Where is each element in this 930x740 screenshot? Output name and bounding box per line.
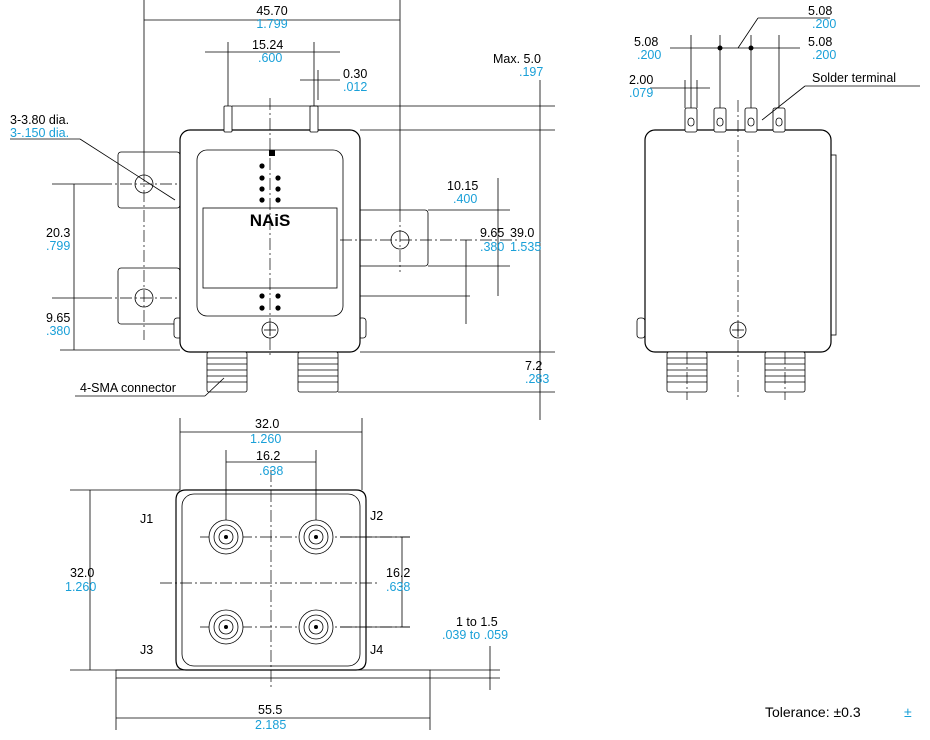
dim-left-hole-spacing-in: .799 [46, 239, 70, 253]
tolerance-note: Tolerance: ±0.3 [765, 704, 861, 720]
sma-connector [298, 609, 334, 645]
port-j4: J4 [370, 643, 383, 657]
dim-terminal-pitch-in: .600 [258, 51, 282, 65]
solder-terminal [772, 107, 786, 133]
dim-flange-thickness-in: .039 to .059 [442, 628, 508, 642]
side-view: 5.08 .200 5.08 .200 5.08 .200 2.00 .079 … [629, 4, 920, 400]
dim-connector-pitch-h-in: .638 [259, 464, 283, 478]
right-ear [351, 209, 429, 267]
dim-flange-thickness-mm: 1 to 1.5 [456, 615, 498, 629]
solder-terminal [744, 107, 758, 133]
flange [115, 669, 431, 679]
sma-connector [208, 519, 244, 555]
dim-bottom-width-mm: 32.0 [255, 417, 279, 431]
dim-side-pitch-c-mm: 5.08 [808, 35, 832, 49]
dim-side-pitch-c-in: .200 [812, 48, 836, 62]
dim-connector-pitch-v-mm: 16.2 [386, 566, 410, 580]
dim-right-ear-in: .400 [453, 192, 477, 206]
dim-side-pitch-b-in: .200 [637, 48, 661, 62]
dim-connector-pitch-h-mm: 16.2 [256, 449, 280, 463]
dim-body-height-mm: 39.0 [510, 226, 534, 240]
dim-hole-dia-mm: 3-3.80 dia. [10, 113, 69, 127]
dim-terminal-thickness-mm: 0.30 [343, 67, 367, 81]
dim-body-height-in: 1.535 [510, 240, 541, 254]
solder-terminal [684, 107, 698, 133]
dim-side-pitch-a-mm: 5.08 [808, 4, 832, 18]
sma-connector [208, 609, 244, 645]
sma-connector [298, 519, 334, 555]
top-terminal [223, 105, 233, 133]
dim-connector-pitch-v-in: .638 [386, 580, 410, 594]
indicator-dots [259, 150, 281, 311]
port-j3: J3 [140, 643, 153, 657]
dim-terminal-width-in: .079 [629, 86, 653, 100]
dim-overall-width-in: 1.799 [256, 17, 287, 31]
dim-flange-width-mm: 55.5 [258, 703, 282, 717]
dim-right-ear-mm: 10.15 [447, 179, 478, 193]
port-j2: J2 [370, 509, 383, 523]
dim-left-hole-offset-mm: 9.65 [46, 311, 70, 325]
dim-terminal-height-mm: Max. 5.0 [493, 52, 541, 66]
port-j1: J1 [140, 512, 153, 526]
front-view: NAiS 45.70 1.799 15.24 .600 [10, 0, 555, 420]
dim-terminal-width-mm: 2.00 [629, 73, 653, 87]
tolerance-note-in: ± [904, 704, 912, 720]
sma-connector-label: 4-SMA connector [80, 381, 176, 395]
dim-connector-length-mm: 7.2 [525, 359, 542, 373]
dim-bottom-height-mm: 32.0 [70, 566, 94, 580]
dim-bottom-height-in: 1.260 [65, 580, 96, 594]
dim-flange-width-in: 2.185 [255, 718, 286, 732]
solder-terminal-label: Solder terminal [812, 71, 896, 85]
dim-right-hole-offset-in: .380 [480, 240, 504, 254]
dim-terminal-height-in: .197 [519, 65, 543, 79]
dim-side-pitch-a-in: .200 [812, 17, 836, 31]
dim-terminal-pitch-mm: 15.24 [252, 38, 283, 52]
sma-connector [297, 351, 339, 393]
sma-connector [206, 351, 248, 393]
dim-side-pitch-b-mm: 5.08 [634, 35, 658, 49]
dim-bottom-width-in: 1.260 [250, 432, 281, 446]
top-terminal [309, 105, 319, 133]
dim-terminal-thickness-in: .012 [343, 80, 367, 94]
dim-left-hole-offset-in: .380 [46, 324, 70, 338]
dim-hole-dia-in: 3-.150 dia. [10, 126, 69, 140]
dim-connector-length-in: .283 [525, 372, 549, 386]
dim-right-hole-offset-mm: 9.65 [480, 226, 504, 240]
dim-overall-width-mm: 45.70 [256, 4, 287, 18]
dim-left-hole-spacing-mm: 20.3 [46, 226, 70, 240]
solder-terminal [713, 107, 727, 133]
side-bump [636, 317, 646, 339]
bottom-view: J1 J2 J3 J4 32.0 1.260 16.2 .638 32.0 1.… [65, 417, 508, 732]
